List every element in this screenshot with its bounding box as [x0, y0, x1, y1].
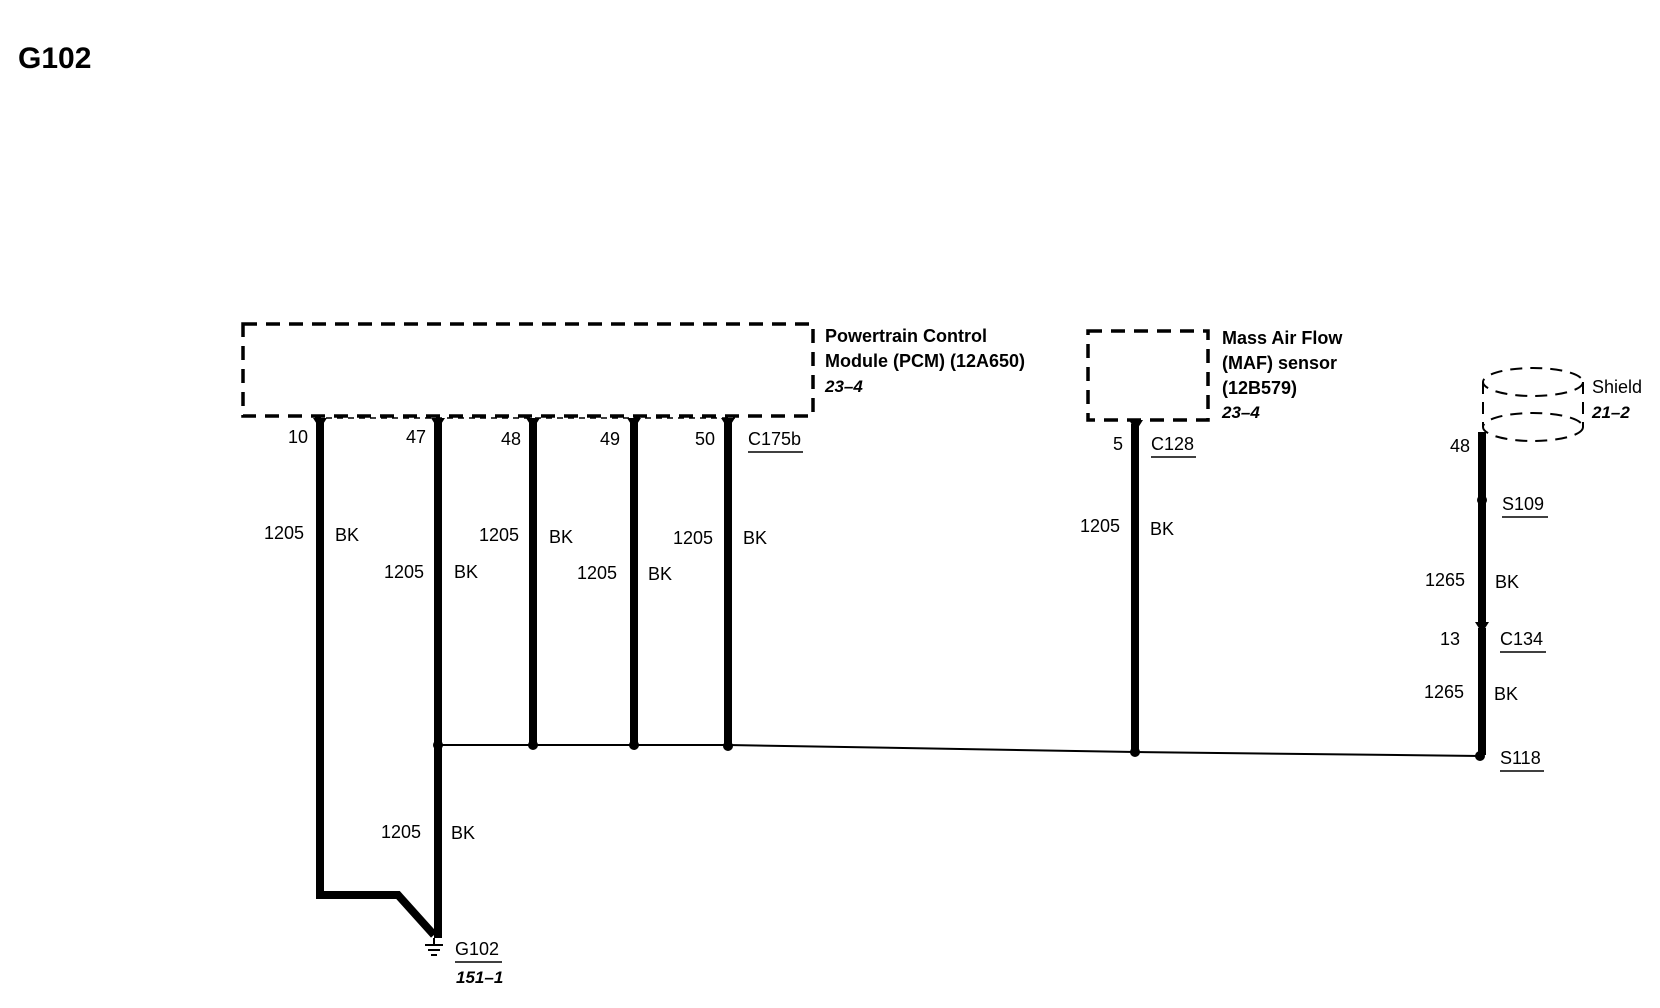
bus-node-pin48: [528, 740, 538, 750]
pcm-name-line2: Module (PCM) (12A650): [825, 351, 1025, 371]
shield-bottom-ellipse: [1482, 412, 1584, 442]
wire-pin47-circuit: 1205: [384, 562, 424, 582]
shield-name: Shield: [1592, 377, 1642, 397]
shield-top-ellipse: [1482, 367, 1584, 397]
maf-ref: 23–4: [1221, 403, 1260, 422]
wire-shield-color-upper: BK: [1495, 572, 1519, 592]
pcm-pin-49: 49: [600, 429, 620, 449]
s118-splice-dot: [1475, 751, 1485, 761]
pcm-pin-arrows: [313, 418, 735, 429]
wire-pin48-circuit: 1205: [479, 525, 519, 545]
shield-symbol: Shield 21–2: [1482, 367, 1642, 442]
wire-pin10-circuit: 1205: [264, 523, 304, 543]
c134-pin-13: 13: [1440, 629, 1460, 649]
wire-pin10-color: BK: [335, 525, 359, 545]
pcm-outline: [241, 322, 815, 418]
maf-name-line3: (12B579): [1222, 378, 1297, 398]
wire-maf-color: BK: [1150, 519, 1174, 539]
wire-shield-color-lower: BK: [1494, 684, 1518, 704]
wire-g102-color: BK: [451, 823, 475, 843]
wire-pin48-color: BK: [549, 527, 573, 547]
wire-maf-circuit: 1205: [1080, 516, 1120, 536]
ground-g102-label: G102: [455, 939, 499, 959]
page-title: G102: [18, 42, 91, 75]
pcm-wires: [316, 422, 732, 938]
wire-pin47-color: BK: [454, 562, 478, 582]
pcm-pin-47: 47: [406, 427, 426, 447]
bus-node-maf: [1130, 747, 1140, 757]
s118-label: S118: [1500, 748, 1541, 768]
maf-name-line1: Mass Air Flow: [1222, 328, 1343, 348]
bus-node-pin47: [433, 740, 443, 750]
s109-splice-dot: [1477, 495, 1487, 505]
ground-bus: [438, 744, 1481, 757]
wire-g102-circuit: 1205: [381, 822, 421, 842]
maf-connector-c128: C128: [1151, 434, 1194, 454]
wire-pin50-circuit: 1205: [673, 528, 713, 548]
maf-outline: [1086, 329, 1210, 422]
bus-node-pin50: [723, 741, 733, 751]
maf-name-line2: (MAF) sensor: [1222, 353, 1337, 373]
maf-sensor: Mass Air Flow (MAF) sensor (12B579) 23–4: [1086, 328, 1343, 422]
s109-label: S109: [1502, 494, 1544, 514]
pcm-connector-c175b: C175b: [748, 429, 801, 449]
bus-node-pin49: [629, 740, 639, 750]
pcm-pin-10: 10: [288, 427, 308, 447]
pcm-ref: 23–4: [824, 377, 863, 396]
wire-pin10: [316, 422, 437, 938]
ground-icon: [425, 938, 443, 956]
pcm-name-line1: Powertrain Control: [825, 326, 987, 346]
pcm-pin-50: 50: [695, 429, 715, 449]
wire-shield-circuit-upper: 1265: [1425, 570, 1465, 590]
wire-pin49-color: BK: [648, 564, 672, 584]
wire-shield-circuit-lower: 1265: [1424, 682, 1464, 702]
c134-arrow: [1475, 622, 1489, 633]
wire-pin49-circuit: 1205: [577, 563, 617, 583]
pcm-module: Powertrain Control Module (PCM) (12A650)…: [241, 322, 1025, 419]
c134-label: C134: [1500, 629, 1543, 649]
wire-pin50-color: BK: [743, 528, 767, 548]
pcm-pin-48: 48: [501, 429, 521, 449]
shield-pin-48: 48: [1450, 436, 1470, 456]
ground-ref: 151–1: [456, 968, 503, 987]
shield-ref: 21–2: [1591, 403, 1630, 422]
maf-pin-5: 5: [1113, 434, 1123, 454]
